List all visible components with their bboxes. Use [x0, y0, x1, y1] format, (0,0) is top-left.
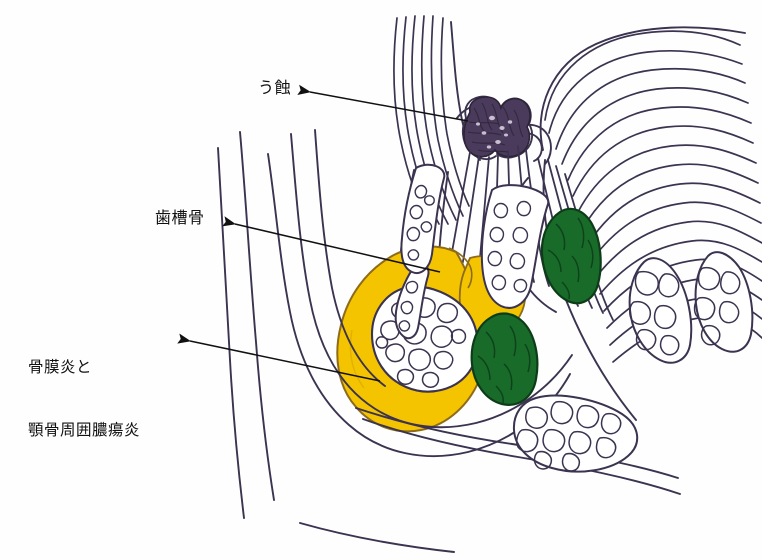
leader-line-caries: [297, 84, 469, 122]
label-abscess-line1: 骨膜炎と: [28, 358, 93, 376]
bone-fragment-right: [628, 257, 693, 364]
alveolar-bone: [370, 163, 550, 393]
leader-lines: [177, 84, 469, 382]
mandible-border: [299, 407, 681, 553]
bone-fragment-far: [693, 251, 754, 353]
label-caries: う蝕: [258, 78, 292, 97]
leader-line-alveolar: [222, 216, 441, 273]
facial-outline-left: [217, 129, 573, 519]
bone-fragment-lower: [512, 394, 638, 473]
label-abscess-line2: 顎骨周囲膿瘍炎: [28, 421, 141, 439]
caries-lesion: [463, 96, 531, 158]
label-abscess: 骨膜炎と 顎骨周囲膿瘍炎: [28, 315, 140, 483]
lymph-node-lower: [470, 312, 539, 406]
label-alveolar-bone: 歯槽骨: [155, 208, 205, 227]
leader-line-abscess: [177, 333, 381, 382]
lymph-node-upper: [540, 207, 602, 305]
